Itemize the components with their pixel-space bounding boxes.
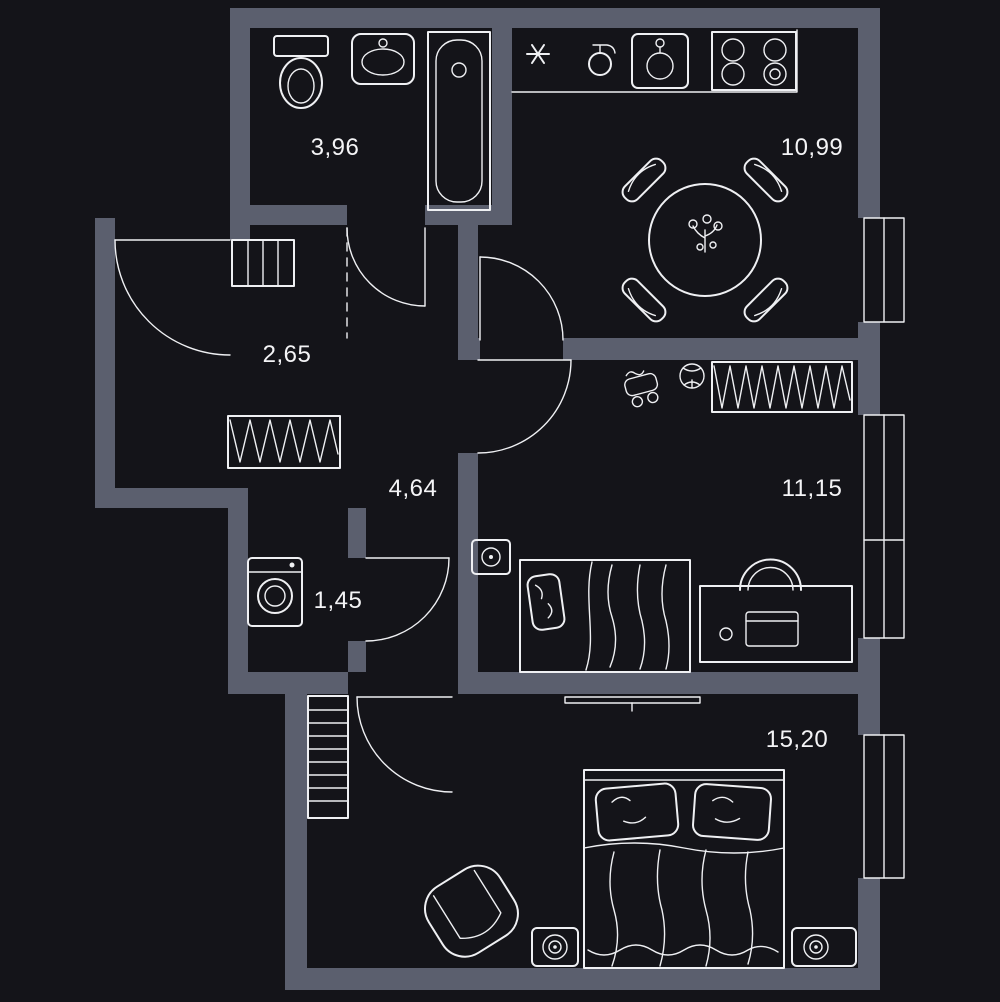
washing-machine-icon bbox=[247, 557, 303, 627]
room-bathroom bbox=[273, 31, 491, 211]
door-arc-icon bbox=[356, 696, 453, 793]
doors bbox=[114, 227, 572, 793]
room-area-label: 2,65 bbox=[263, 341, 312, 368]
wall-corridor-kidsroom bbox=[458, 453, 478, 672]
wardrobe-icon bbox=[227, 415, 341, 469]
faucet-icon bbox=[588, 44, 616, 76]
stove-icon bbox=[711, 31, 797, 91]
wall-storage-right-b bbox=[348, 641, 366, 672]
toys-icon bbox=[624, 363, 705, 408]
wall-kidsroom-bedroom bbox=[458, 672, 858, 694]
windows bbox=[863, 217, 905, 879]
dining-table-icon bbox=[648, 183, 762, 297]
wall-bathroom-bottom-a bbox=[250, 205, 347, 225]
wall-right-b bbox=[858, 322, 880, 415]
desk-chair-icon bbox=[739, 558, 802, 591]
wall-storage-left bbox=[228, 508, 248, 694]
plant-icon bbox=[688, 214, 723, 253]
kitchen-sink-icon bbox=[631, 33, 689, 89]
wall-kitchen-corner bbox=[458, 338, 480, 360]
room-storage bbox=[247, 557, 303, 627]
wall-storage-bottom bbox=[228, 672, 348, 694]
door-arc-icon bbox=[114, 239, 231, 356]
window-icon bbox=[863, 414, 905, 639]
wall-top bbox=[230, 8, 880, 28]
door-arc-icon bbox=[365, 557, 450, 642]
window-icon bbox=[863, 217, 905, 323]
bathtub-icon bbox=[427, 31, 491, 211]
wall-right-d bbox=[858, 878, 880, 990]
wall-left-top bbox=[230, 8, 250, 240]
bed-icon bbox=[519, 559, 691, 673]
armchair-icon bbox=[424, 864, 519, 958]
sink-icon bbox=[351, 33, 415, 85]
door-arc-icon bbox=[479, 256, 564, 341]
wall-right-a bbox=[858, 8, 880, 218]
walls bbox=[95, 8, 880, 990]
room-area-label: 4,64 bbox=[389, 475, 438, 502]
toilet-icon bbox=[273, 35, 329, 109]
wall-bottom bbox=[285, 968, 880, 990]
room-area-label: 10,99 bbox=[781, 134, 844, 161]
room-area-label: 3,96 bbox=[311, 134, 360, 161]
wall-left-bottom bbox=[285, 694, 307, 990]
window-icon bbox=[863, 734, 905, 879]
wall-bathroom-bottom-b bbox=[425, 205, 512, 225]
wall-corridor-kitchen bbox=[458, 225, 478, 338]
chair-icon bbox=[621, 157, 667, 203]
room-hallway bbox=[227, 239, 341, 469]
wall-right-c bbox=[858, 638, 880, 735]
wall-bathroom-kitchen bbox=[492, 28, 512, 225]
room-area-label: 1,45 bbox=[314, 587, 363, 614]
tv-icon bbox=[471, 539, 511, 575]
wall-entry-left bbox=[95, 218, 115, 508]
door-arc-icon bbox=[346, 227, 426, 307]
room-area-label: 11,15 bbox=[782, 475, 843, 502]
wall-hall-bottom bbox=[95, 488, 248, 508]
chair-icon bbox=[621, 277, 667, 323]
tv-console-icon bbox=[564, 696, 701, 712]
shelving-icon bbox=[307, 695, 349, 819]
chair-icon bbox=[743, 277, 789, 323]
wall-storage-right-a bbox=[348, 508, 366, 558]
kitchen-counter bbox=[511, 29, 798, 93]
chair-icon bbox=[743, 157, 789, 203]
room-kids bbox=[471, 361, 853, 673]
room-area-label: 15,20 bbox=[766, 726, 829, 753]
room-kitchen-living bbox=[511, 29, 798, 323]
room-bedroom bbox=[307, 695, 857, 969]
rug-icon bbox=[531, 927, 579, 967]
star-icon bbox=[526, 44, 550, 64]
wardrobe-icon bbox=[711, 361, 853, 413]
shoe-cabinet-icon bbox=[231, 239, 295, 287]
desk-icon bbox=[699, 558, 853, 663]
bed-icon bbox=[583, 769, 785, 969]
door-arc-icon bbox=[477, 359, 572, 454]
rug-icon bbox=[791, 927, 857, 967]
wall-kitchen-kidsroom bbox=[563, 338, 858, 360]
room-labels: 3,96 10,99 2,65 4,64 11,15 1,45 15,20 bbox=[263, 134, 844, 753]
